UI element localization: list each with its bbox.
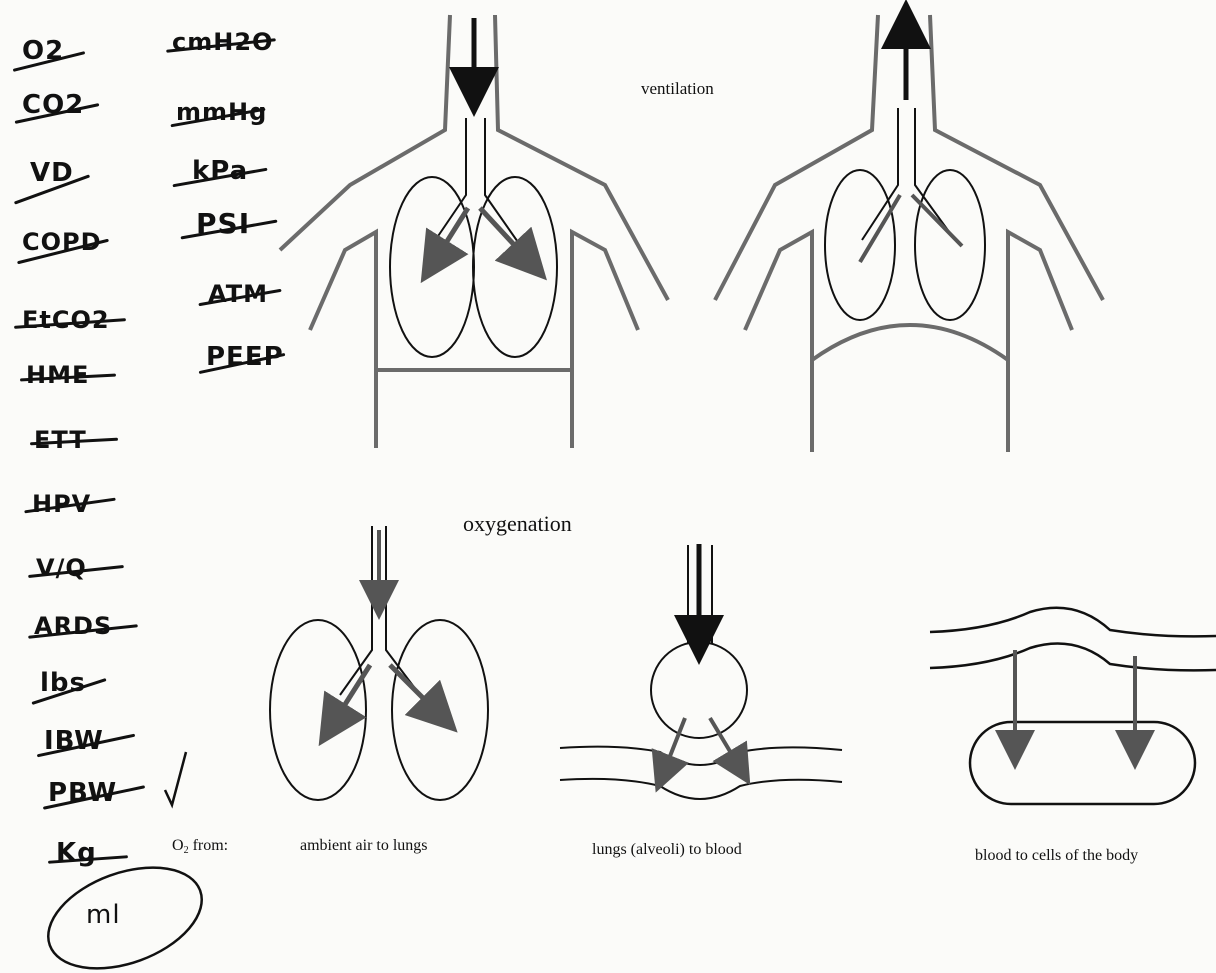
ventilation-label: ventilation [641, 80, 714, 97]
inspiration-lungs [390, 118, 557, 357]
handwritten-checkmark [165, 752, 186, 805]
bronchus-arrow-left [332, 665, 370, 725]
bronchus-arrow-right [390, 665, 440, 715]
oxygenation-label: oxygenation [463, 513, 572, 535]
expiration-torso [715, 15, 1103, 452]
handwritten-note: ml [86, 902, 121, 928]
ambient-air-to-lungs-label: ambient air to lungs [300, 838, 428, 854]
blood-to-cells-label: blood to cells of the body [975, 848, 1138, 864]
expiration-lungs [825, 108, 985, 320]
bronchus-line-right [912, 195, 962, 246]
lungs-to-blood-label: lungs (alveoli) to blood [592, 842, 742, 858]
bronchus-arrow-right [480, 208, 530, 262]
o2-from-label: O2 from: [172, 838, 228, 856]
blood-vessel-and-cell [930, 608, 1216, 804]
